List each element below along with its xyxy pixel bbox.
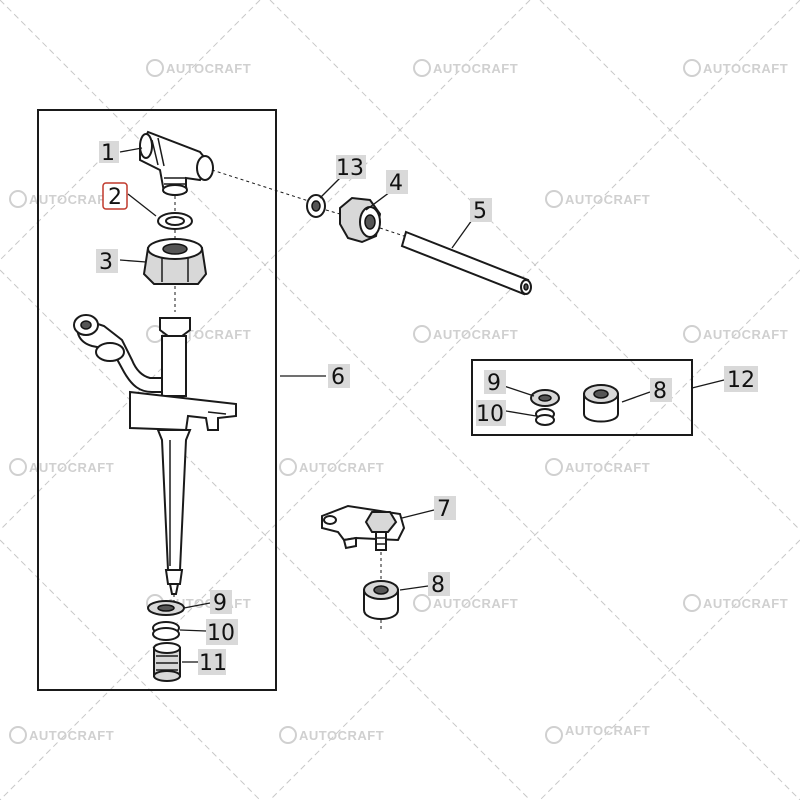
svg-text:AUTOCRAFT: AUTOCRAFT xyxy=(166,61,251,76)
svg-text:AUTOCRAFT: AUTOCRAFT xyxy=(29,460,114,475)
callout-2[interactable]: 2 xyxy=(102,182,128,210)
callout-13[interactable]: 13 xyxy=(336,155,366,181)
svg-text:9: 9 xyxy=(487,371,501,396)
svg-text:2: 2 xyxy=(108,185,122,210)
svg-text:8: 8 xyxy=(653,379,667,404)
callout-6[interactable]: 6 xyxy=(328,364,350,390)
svg-text:12: 12 xyxy=(727,368,755,393)
svg-text:AUTOCRAFT: AUTOCRAFT xyxy=(565,460,650,475)
part-1-tee-union[interactable] xyxy=(139,130,214,196)
watermark-logo: AUTOCRAFT xyxy=(683,594,788,612)
svg-text:AUTOCRAFT: AUTOCRAFT xyxy=(433,61,518,76)
watermark-logo: AUTOCRAFT xyxy=(9,190,114,208)
watermark-logos: AUTOCRAFT AUTOCRAFT AUTOCRAFT AUTOCRAFT … xyxy=(9,59,788,744)
part-10-seal-kit[interactable] xyxy=(535,408,555,426)
svg-text:1: 1 xyxy=(101,141,115,166)
watermark-logo: AUTOCRAFT xyxy=(413,325,518,343)
axis-line xyxy=(325,209,341,215)
callout-10-kit[interactable]: 10 xyxy=(476,400,506,427)
part-10-seal[interactable] xyxy=(152,621,180,641)
watermark-logo: AUTOCRAFT xyxy=(683,325,788,343)
watermark-logo: AUTOCRAFT xyxy=(9,726,114,744)
callout-10[interactable]: 10 xyxy=(206,619,238,646)
svg-text:AUTOCRAFT: AUTOCRAFT xyxy=(565,192,650,207)
svg-text:AUTOCRAFT: AUTOCRAFT xyxy=(703,327,788,342)
watermark-logo: AUTOCRAFT xyxy=(545,458,650,476)
callout-7[interactable]: 7 xyxy=(434,496,456,522)
svg-text:4: 4 xyxy=(389,171,403,196)
svg-text:5: 5 xyxy=(473,199,487,224)
svg-text:10: 10 xyxy=(476,402,504,427)
callout-11[interactable]: 11 xyxy=(198,649,227,676)
part-2-washer[interactable] xyxy=(157,212,193,230)
svg-text:AUTOCRAFT: AUTOCRAFT xyxy=(703,596,788,611)
svg-text:AUTOCRAFT: AUTOCRAFT xyxy=(433,327,518,342)
svg-text:AUTOCRAFT: AUTOCRAFT xyxy=(29,192,114,207)
part-4-nut[interactable] xyxy=(339,196,382,244)
part-7-clamp[interactable] xyxy=(321,504,406,551)
svg-text:7: 7 xyxy=(437,497,451,522)
seal-kit-frame xyxy=(471,359,693,436)
callout-4[interactable]: 4 xyxy=(386,170,408,196)
svg-text:3: 3 xyxy=(99,250,113,275)
callout-8-kit[interactable]: 8 xyxy=(650,378,672,404)
callout-9-kit[interactable]: 9 xyxy=(484,370,506,396)
part-8-sleeve-kit[interactable] xyxy=(583,384,619,423)
svg-text:AUTOCRAFT: AUTOCRAFT xyxy=(433,596,518,611)
svg-text:AUTOCRAFT: AUTOCRAFT xyxy=(29,728,114,743)
watermark-logo: AUTOCRAFT xyxy=(279,458,384,476)
callout-12[interactable]: 12 xyxy=(724,366,758,393)
svg-text:9: 9 xyxy=(213,591,227,616)
injector-assembly-frame xyxy=(37,109,277,691)
part-9-washer-kit[interactable] xyxy=(530,389,560,407)
svg-text:11: 11 xyxy=(199,651,227,676)
watermark-logo: AUTOCRAFT xyxy=(9,458,114,476)
watermark-logo: AUTOCRAFT xyxy=(545,190,650,208)
callout-9[interactable]: 9 xyxy=(210,590,232,616)
watermark-logo: AUTOCRAFT xyxy=(146,59,251,77)
watermark-logo: AUTOCRAFT xyxy=(413,594,518,612)
svg-text:13: 13 xyxy=(336,156,364,181)
svg-text:AUTOCRAFT: AUTOCRAFT xyxy=(703,61,788,76)
part-5-pipe[interactable] xyxy=(400,230,532,296)
watermark-logo: AUTOCRAFT xyxy=(545,723,650,744)
watermark-logo: AUTOCRAFT xyxy=(683,59,788,77)
svg-text:AUTOCRAFT: AUTOCRAFT xyxy=(565,723,650,738)
svg-text:AUTOCRAFT: AUTOCRAFT xyxy=(299,728,384,743)
part-11-sleeve[interactable] xyxy=(153,642,181,682)
part-3-nut[interactable] xyxy=(142,238,208,285)
injector-body[interactable] xyxy=(73,314,237,595)
svg-text:8: 8 xyxy=(431,573,445,598)
part-13-washer[interactable] xyxy=(306,194,326,218)
watermark-logo: AUTOCRAFT xyxy=(413,59,518,77)
axis-line xyxy=(379,227,405,237)
axis-line xyxy=(211,169,319,205)
part-8-sleeve[interactable] xyxy=(363,580,399,620)
callout-1[interactable]: 1 xyxy=(99,141,119,166)
svg-text:6: 6 xyxy=(331,365,345,390)
svg-text:AUTOCRAFT: AUTOCRAFT xyxy=(299,460,384,475)
callout-5[interactable]: 5 xyxy=(470,198,492,224)
svg-text:10: 10 xyxy=(207,621,235,646)
callout-3[interactable]: 3 xyxy=(96,249,118,275)
callout-8[interactable]: 8 xyxy=(428,572,450,598)
part-9-washer[interactable] xyxy=(147,600,185,616)
watermark-logo: AUTOCRAFT xyxy=(279,726,384,744)
